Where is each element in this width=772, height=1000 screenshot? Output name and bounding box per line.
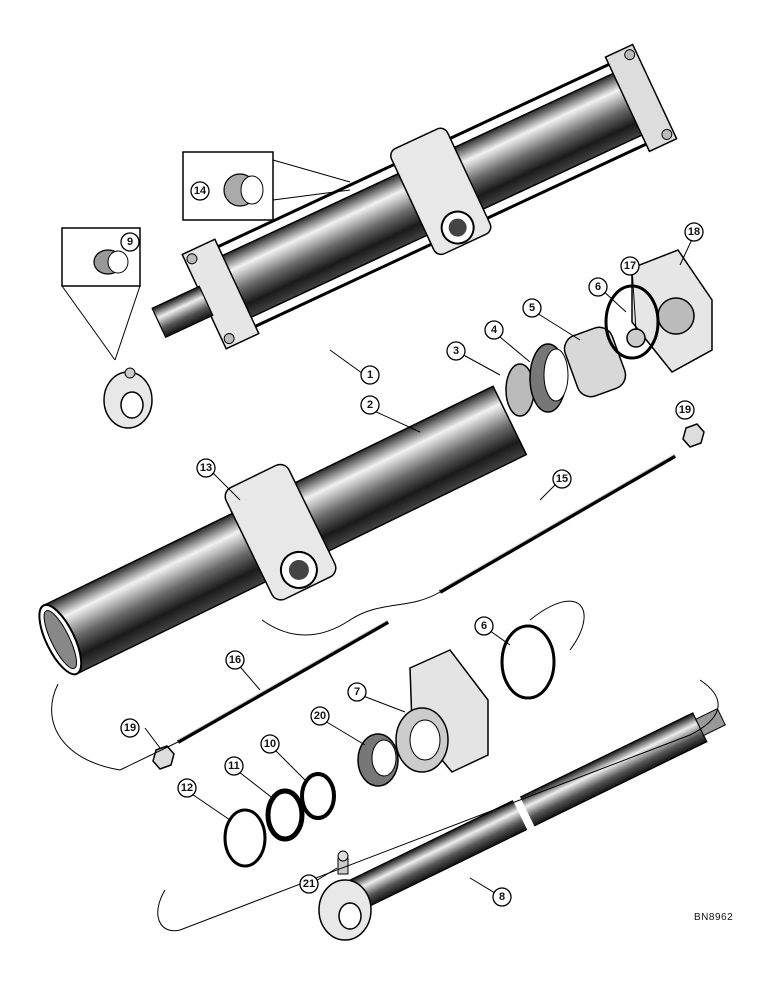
- callout-1: 1: [360, 365, 380, 385]
- callout-5: 5: [522, 298, 542, 318]
- callout-3: 3: [446, 341, 466, 361]
- piston-assembly: [505, 326, 627, 417]
- bushing-20: [357, 733, 399, 787]
- o-ring-6-lower: [500, 624, 556, 700]
- svg-text:4: 4: [491, 324, 498, 336]
- callout-19-lower: 19: [120, 718, 140, 738]
- svg-text:1: 1: [367, 369, 373, 381]
- inset-bearing-9: [61, 227, 141, 361]
- callout-9: 9: [120, 232, 140, 252]
- drawing-code: BN8962: [694, 912, 734, 923]
- svg-text:6: 6: [595, 281, 601, 293]
- callout-14: 14: [190, 181, 210, 201]
- callout-18: 18: [684, 222, 704, 242]
- callout-6-lower: 6: [474, 616, 494, 636]
- svg-text:7: 7: [354, 686, 360, 698]
- seal-11: [265, 788, 305, 842]
- callout-11: 11: [224, 756, 244, 776]
- seal-12: [223, 808, 267, 868]
- svg-text:20: 20: [314, 710, 326, 722]
- cylinder-head-7: [395, 649, 489, 773]
- svg-text:14: 14: [194, 185, 207, 197]
- callout-12: 12: [177, 778, 197, 798]
- callout-10: 10: [260, 734, 280, 754]
- callout-17: 17: [620, 256, 640, 276]
- svg-text:10: 10: [264, 738, 276, 750]
- grease-fitting-21: [337, 850, 349, 875]
- barrel-tube: [38, 385, 528, 676]
- svg-text:11: 11: [228, 760, 240, 772]
- svg-text:19: 19: [679, 404, 691, 416]
- callout-20: 20: [310, 706, 330, 726]
- callout-8: 8: [492, 887, 512, 907]
- svg-text:18: 18: [688, 226, 700, 238]
- callout-4: 4: [484, 320, 504, 340]
- rear-end-cap: [604, 249, 713, 373]
- callout-2: 2: [360, 395, 380, 415]
- callout-16: 16: [225, 650, 245, 670]
- callout-6-upper: 6: [588, 277, 608, 297]
- assembly-path-lines: [51, 591, 719, 932]
- svg-text:2: 2: [367, 399, 373, 411]
- inset-bearing-14: [182, 151, 351, 221]
- callout-19-upper: 19: [675, 400, 695, 420]
- svg-text:13: 13: [200, 462, 212, 474]
- svg-text:3: 3: [453, 345, 459, 357]
- svg-text:8: 8: [499, 891, 505, 903]
- svg-text:5: 5: [529, 302, 535, 314]
- nut-19-upper: [682, 423, 705, 448]
- piston-rod-8: [318, 708, 726, 941]
- svg-text:16: 16: [229, 654, 241, 666]
- tie-rod-16: [177, 619, 389, 744]
- callout-21: 21: [299, 874, 319, 894]
- tie-rod-15: [438, 453, 677, 594]
- svg-text:21: 21: [303, 878, 315, 890]
- svg-text:12: 12: [181, 782, 193, 794]
- svg-text:15: 15: [556, 473, 568, 485]
- callout-7: 7: [347, 682, 367, 702]
- svg-text:9: 9: [127, 236, 133, 248]
- svg-text:19: 19: [124, 722, 136, 734]
- svg-text:17: 17: [624, 260, 636, 272]
- assembled-cylinder: [103, 43, 678, 429]
- callout-13: 13: [196, 458, 216, 478]
- seal-10: [300, 772, 336, 820]
- svg-text:6: 6: [481, 620, 487, 632]
- callout-15: 15: [552, 469, 572, 489]
